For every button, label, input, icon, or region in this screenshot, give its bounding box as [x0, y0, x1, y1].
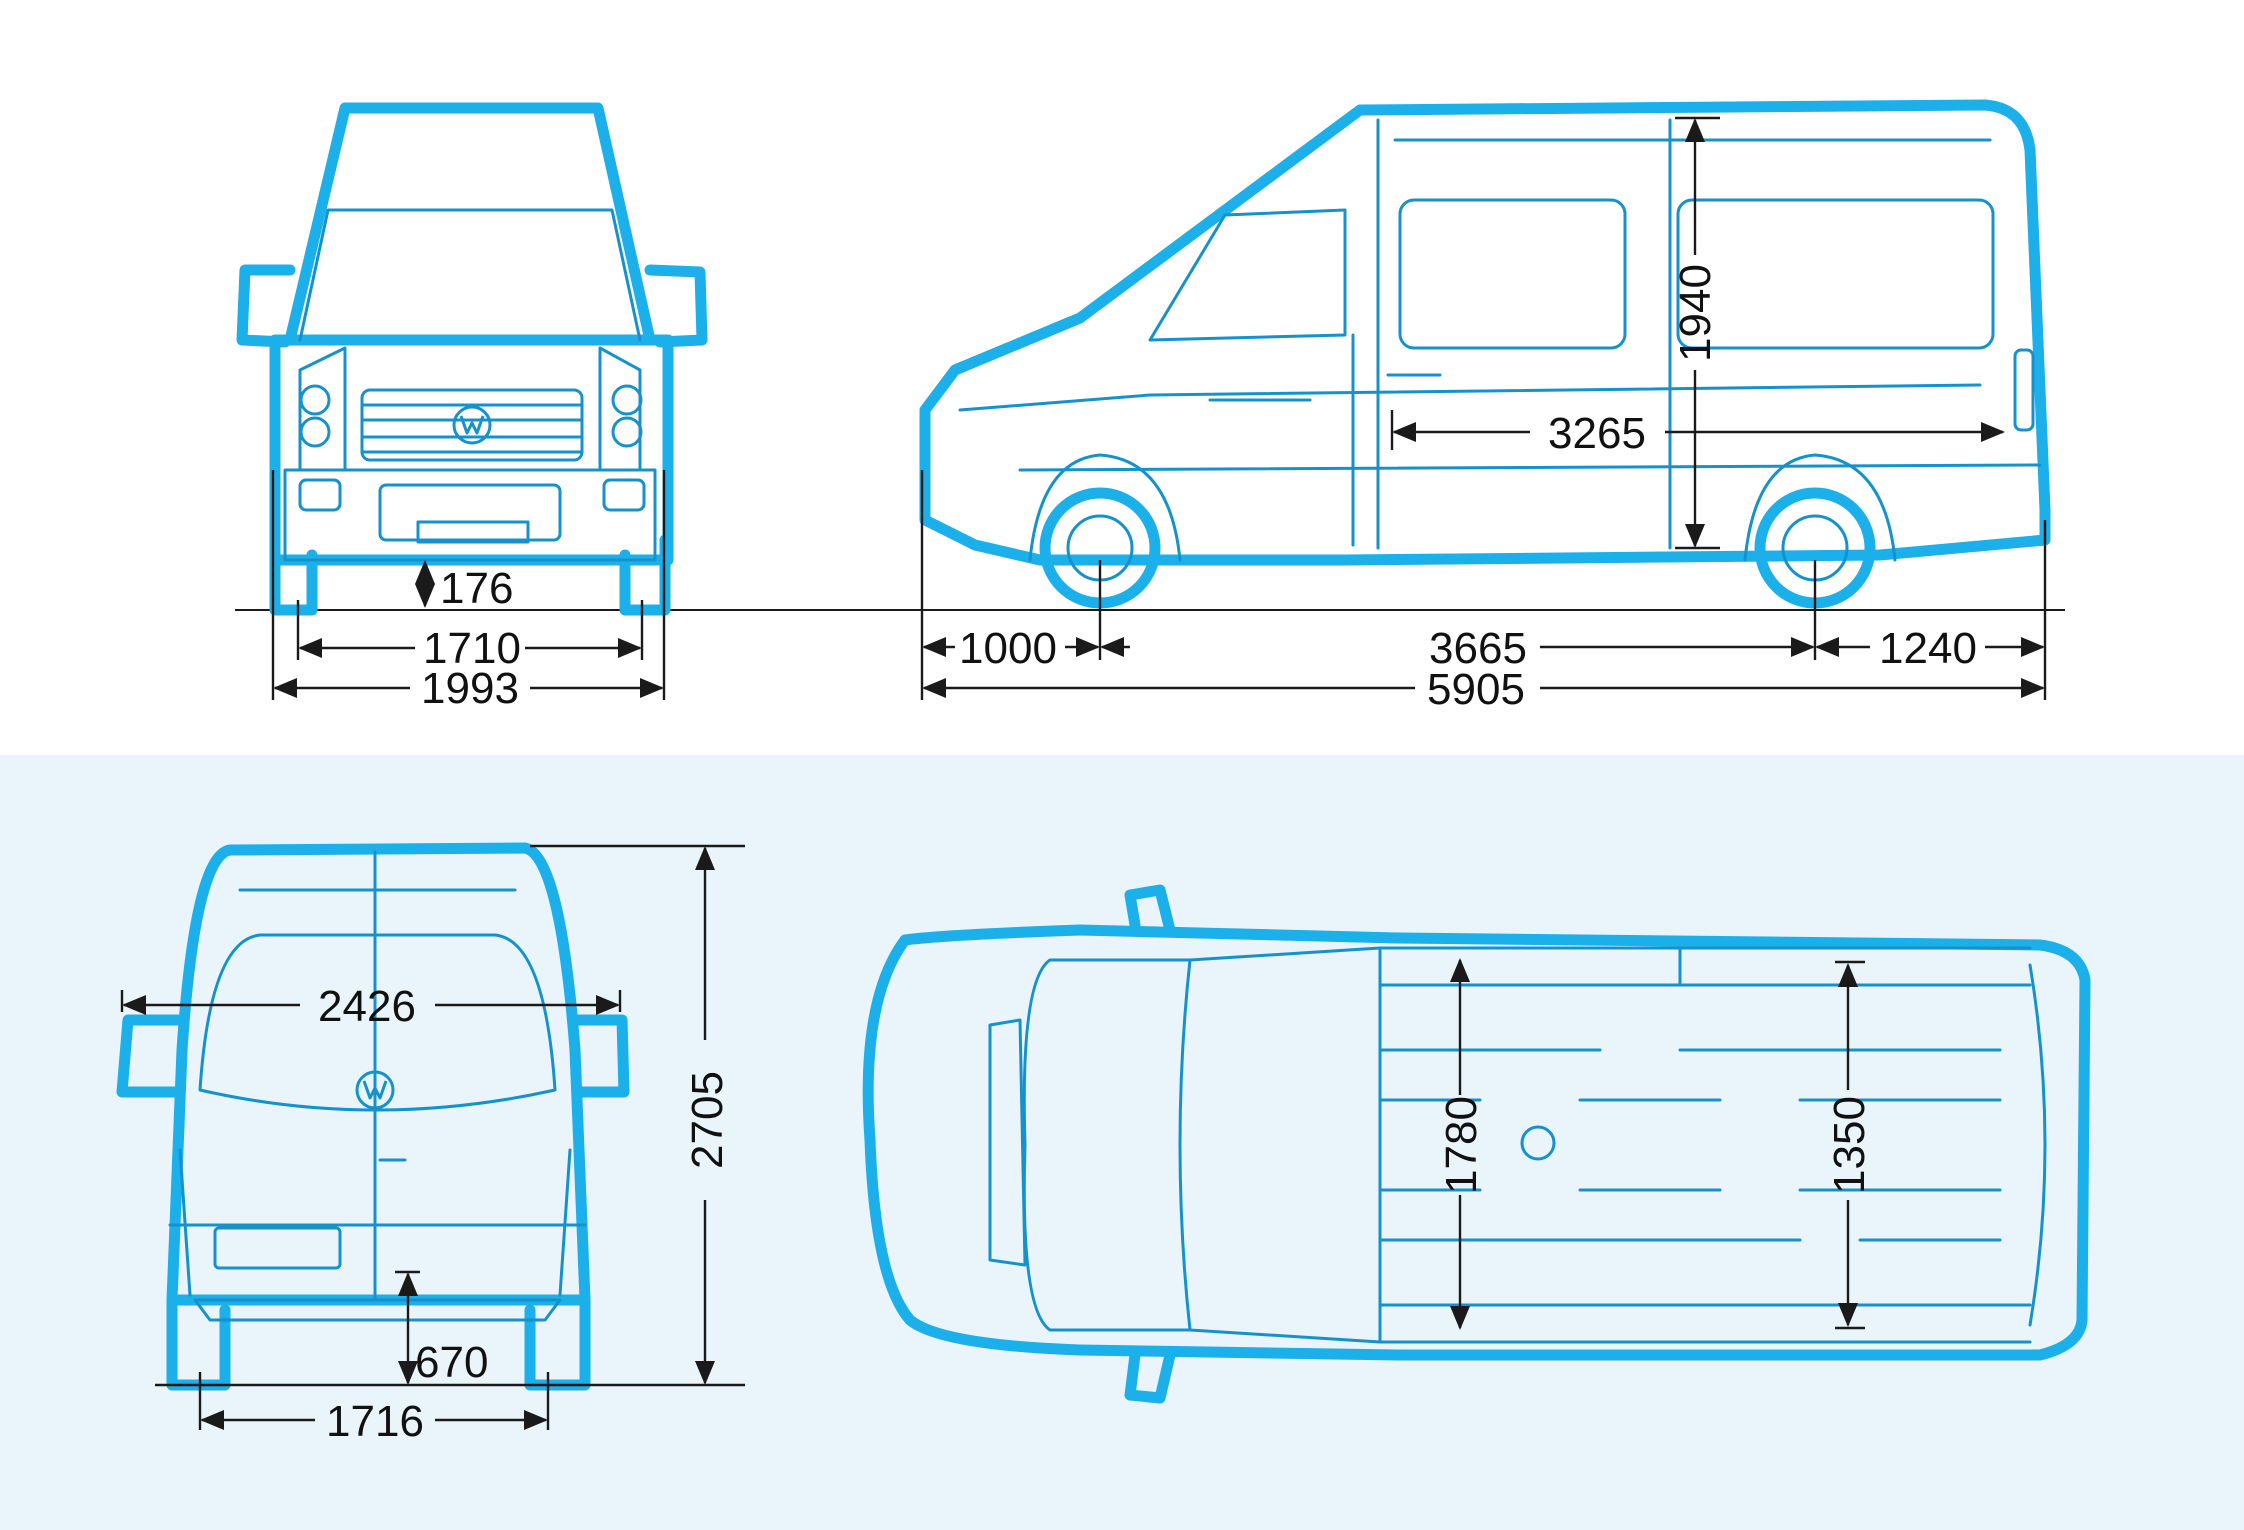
- label-wheelbase: 3665: [1429, 624, 1527, 673]
- side-van-details: [958, 118, 2042, 582]
- label-ground-clearance: 176: [440, 564, 513, 613]
- label-loading-height: 670: [415, 1338, 488, 1387]
- label-rear-track: 1716: [326, 1397, 424, 1446]
- label-front-overhang: 1000: [959, 624, 1057, 673]
- rear-view: 2426 2705 670 1716: [116, 842, 745, 1446]
- label-track-width: 1710: [423, 624, 521, 673]
- front-view: 176 1710 1993: [236, 102, 708, 713]
- label-overall-width: 1993: [421, 664, 519, 713]
- front-van-details: [283, 208, 657, 562]
- top-panel-background: [0, 0, 2244, 755]
- label-width-mirrors: 2426: [318, 982, 416, 1031]
- label-rear-overhang: 1240: [1879, 624, 1977, 673]
- top-van-details: [988, 946, 2047, 1344]
- label-cargo-length: 3265: [1548, 409, 1646, 458]
- label-cargo-height: 1940: [1671, 264, 1720, 362]
- label-width-between-wheel-arches: 1350: [1825, 1096, 1874, 1194]
- side-view: 3265 1940 1000 3665 1240 5905: [919, 99, 2051, 714]
- top-van-outline: [862, 884, 2091, 1404]
- label-overall-height: 2705: [683, 1071, 732, 1169]
- rear-van-details: [168, 850, 587, 1322]
- label-overall-length: 5905: [1427, 665, 1525, 714]
- label-cargo-width: 1780: [1437, 1096, 1486, 1194]
- top-view: 1780 1350: [862, 884, 2091, 1404]
